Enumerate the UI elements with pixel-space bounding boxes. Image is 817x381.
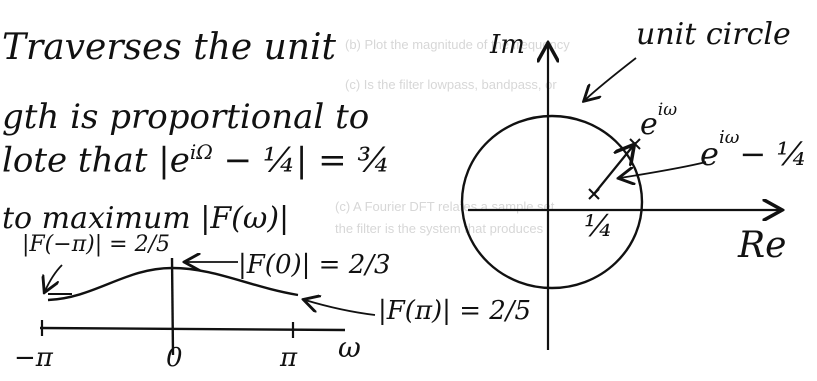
unit-circle [460,114,644,290]
real-axis-label: Re [738,225,787,266]
omega-axis-label: ω [338,331,361,364]
point-label: eiω [640,102,677,142]
zero-point-label: ¼ [584,209,614,244]
label-mag-pi: |F(π)| = 2/5 [378,296,532,326]
difference-vector [593,146,633,195]
unit-circle-label: unit circle [636,17,791,52]
vector-label: eiω− ¼ [700,129,808,173]
bleed-text-2: (c) Is the filter lowpass, bandpass, or [345,77,557,92]
arrow-to-minus-pi [45,264,63,291]
omega-axis [39,326,346,332]
imag-axis-label: Im [490,30,525,60]
note-line-3: lote that |eiΩ − ¼| = ¾ [2,142,390,177]
tick-label-minus-pi: −π [14,343,53,373]
magnitude-axis [170,257,175,356]
tick-label-pi: π [280,343,298,373]
note-line-3-expr: |e [158,140,190,181]
magnitude-curve [47,266,299,302]
vector-label-exponent: iω [718,127,740,149]
note-line-3-rest: − ¼| = ¾ [212,140,391,181]
note-line-3-exponent: iΩ [189,140,213,164]
label-mag-minus-pi: |F(−π)| = 2/5 [22,232,170,257]
vector-label-suffix: − ¼ [739,135,808,173]
note-line-4: to maximum |F(ω)| [2,201,290,236]
note-line-1: Traverses the unit [2,27,336,68]
point-label-base: e [640,107,658,142]
bleed-text-4: the filter is the system that produces [335,221,544,236]
unit-circle-pointer [585,57,637,100]
point-label-exponent: iω [657,100,678,120]
label-mag-zero: |F(0)| = 2/3 [238,250,391,280]
bleed-text-1: (b) Plot the magnitude of the frequency [345,37,570,52]
arrow-to-pi [305,300,376,316]
vector-pointer [620,161,707,178]
note-line-2: gth is proportional to [2,97,370,137]
tick-label-zero: 0 [166,343,183,373]
note-line-3-prefix: lote that [2,140,159,181]
